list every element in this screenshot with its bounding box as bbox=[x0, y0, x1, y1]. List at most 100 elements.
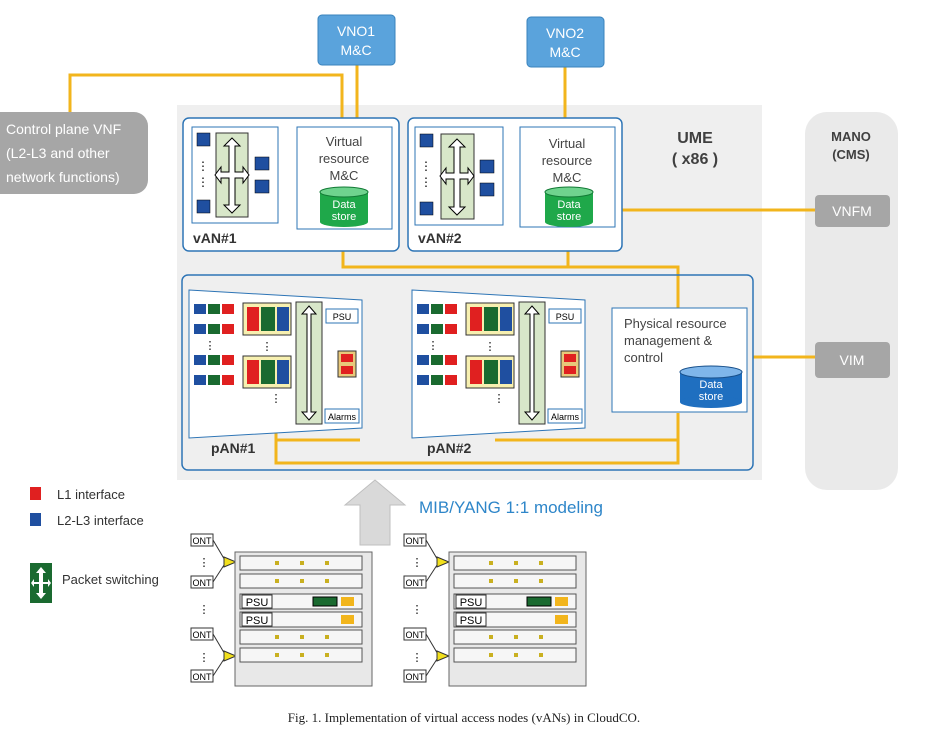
van2-port-icon bbox=[479, 159, 495, 174]
van2-vr-line1: Virtual bbox=[549, 136, 586, 151]
physical-ds-line1: Data bbox=[699, 379, 723, 391]
ont-label: ONT bbox=[406, 536, 426, 546]
splitter-icon bbox=[436, 650, 451, 662]
splitter-icon bbox=[223, 556, 238, 568]
psu-label: PSU bbox=[460, 615, 483, 627]
control-plane-vnf: Control plane VNF (L2-L3 and other netwo… bbox=[0, 112, 148, 194]
mib-label: MIB/YANG 1:1 modeling bbox=[419, 498, 603, 517]
connection-lines bbox=[68, 65, 815, 465]
pan1-node: ⋮ ⋮ ⋮ PSU Alarms pAN#1 bbox=[188, 289, 363, 456]
control-plane-line3: network functions) bbox=[6, 169, 120, 185]
mib-arrow-icon bbox=[343, 479, 407, 546]
chassis-1: ONT ONT ONT ONT ⋮ ⋮ ⋮ PSU PSU bbox=[190, 533, 373, 687]
chassis-fan-icon bbox=[526, 596, 552, 607]
van2-frame: ⋮ ⋮ vAN#2 Virtual resource M&C Data stor… bbox=[407, 117, 623, 252]
van1-port-icon bbox=[254, 179, 270, 194]
van1-ellipsis: ⋮ bbox=[197, 159, 209, 173]
ume-subtitle: ( x86 ) bbox=[672, 151, 718, 168]
chassis-fan-icon bbox=[312, 596, 338, 607]
svg-text:⋮: ⋮ bbox=[412, 604, 423, 616]
van1-port-icon bbox=[196, 132, 211, 147]
ont-label: ONT bbox=[406, 578, 426, 588]
van2-datastore-icon bbox=[544, 186, 594, 227]
ont-label: ONT bbox=[193, 672, 213, 682]
van2-ellipsis: ⋮ bbox=[420, 175, 432, 189]
pan2-psu-box bbox=[548, 308, 582, 324]
van1-ellipsis: ⋮ bbox=[197, 175, 209, 189]
van1-vr-line1: Virtual bbox=[326, 134, 363, 149]
mano-subtitle: (CMS) bbox=[832, 147, 870, 162]
pan1-psu-label: PSU bbox=[333, 312, 352, 322]
pan1-linecards: ⋮ ⋮ bbox=[242, 302, 292, 405]
physical-resource-box: Physical resource management & control D… bbox=[611, 307, 748, 413]
van2-port-icon bbox=[479, 182, 495, 197]
svg-text:⋮: ⋮ bbox=[428, 340, 439, 352]
vnfm-label: VNFM bbox=[832, 203, 872, 219]
van1-label: vAN#1 bbox=[193, 230, 237, 246]
legend-switch-label: Packet switching bbox=[62, 572, 159, 587]
pan1-psu-box bbox=[325, 308, 359, 324]
vim-label: VIM bbox=[840, 352, 865, 368]
control-plane-line1: Control plane VNF bbox=[6, 121, 121, 137]
splitter-icon bbox=[223, 650, 238, 662]
van2-vr-box bbox=[519, 126, 616, 228]
van1-frame: ⋮ ⋮ vAN#1 Virtual resource M&C Data stor… bbox=[182, 117, 400, 252]
van2-vr-line2: resource bbox=[542, 153, 593, 168]
ont-label: ONT bbox=[193, 578, 213, 588]
svg-text:⋮: ⋮ bbox=[412, 557, 423, 569]
legend-l23-label: L2-L3 interface bbox=[57, 513, 144, 528]
control-plane-line2: (L2-L3 and other bbox=[6, 145, 110, 161]
pan1-alarms-box bbox=[324, 408, 360, 424]
van1-port-icon bbox=[254, 156, 270, 171]
svg-text:⋮: ⋮ bbox=[485, 341, 496, 353]
pan2-linecards: ⋮ ⋮ bbox=[465, 302, 515, 405]
svg-text:⋮: ⋮ bbox=[199, 652, 210, 664]
van2-port-icon bbox=[419, 133, 434, 148]
psu-box bbox=[241, 594, 273, 609]
pan2-psu-label: PSU bbox=[556, 312, 575, 322]
pan2-arrow-icon bbox=[523, 305, 541, 421]
van2-cross-arrow-icon bbox=[439, 138, 475, 216]
van1-cross-arrow-icon bbox=[214, 137, 250, 214]
pan1-alarms-label: Alarms bbox=[328, 412, 357, 422]
vno2-mc: M&C bbox=[549, 44, 580, 60]
svg-text:⋮: ⋮ bbox=[199, 557, 210, 569]
vno1-label: VNO1 bbox=[337, 23, 375, 39]
pan2-port-groups: ⋮ bbox=[417, 304, 457, 385]
van2-vr-line3: M&C bbox=[553, 170, 582, 185]
pan2-alarms-label: Alarms bbox=[551, 412, 580, 422]
physical-ds-line2: store bbox=[699, 391, 723, 403]
van2-label: vAN#2 bbox=[418, 230, 462, 246]
ont-label: ONT bbox=[406, 672, 426, 682]
psu-label: PSU bbox=[246, 597, 269, 609]
chassis-2: ONT ONT ONT ONT ⋮ ⋮ ⋮ PSU PSU bbox=[403, 533, 587, 687]
van1-vr-line3: M&C bbox=[330, 168, 359, 183]
psu-box bbox=[455, 594, 487, 609]
physical-line2: management & bbox=[624, 333, 712, 348]
svg-text:⋮: ⋮ bbox=[262, 341, 273, 353]
van1-ds-line2: store bbox=[332, 211, 356, 223]
vno2-box: VNO2 M&C bbox=[526, 16, 605, 68]
vim-box: VIM bbox=[815, 342, 890, 378]
legend: L1 interface L2-L3 interface Packet swit… bbox=[30, 487, 159, 603]
vno2-label: VNO2 bbox=[546, 25, 584, 41]
legend-l23-swatch bbox=[30, 513, 41, 526]
van1-vr-line2: resource bbox=[319, 151, 370, 166]
pan2-node: ⋮ ⋮ ⋮ PSU Alarms pAN#2 bbox=[411, 289, 586, 456]
van1-port-icon bbox=[196, 199, 211, 214]
psu-label: PSU bbox=[460, 597, 483, 609]
vno1-mc: M&C bbox=[340, 42, 371, 58]
van2-ellipsis: ⋮ bbox=[420, 159, 432, 173]
svg-text:⋮: ⋮ bbox=[205, 340, 216, 352]
pan1-label: pAN#1 bbox=[211, 440, 256, 456]
legend-cross-arrow-icon bbox=[31, 567, 51, 599]
van2-port-icon bbox=[419, 201, 434, 216]
pan2-alarms-box bbox=[547, 408, 583, 424]
svg-text:⋮: ⋮ bbox=[494, 393, 505, 405]
mano-title: MANO bbox=[831, 129, 871, 144]
van2-ds-line2: store bbox=[557, 211, 581, 223]
physical-line1: Physical resource bbox=[624, 316, 727, 331]
vno1-box: VNO1 M&C bbox=[317, 14, 396, 66]
ont-label: ONT bbox=[406, 630, 426, 640]
